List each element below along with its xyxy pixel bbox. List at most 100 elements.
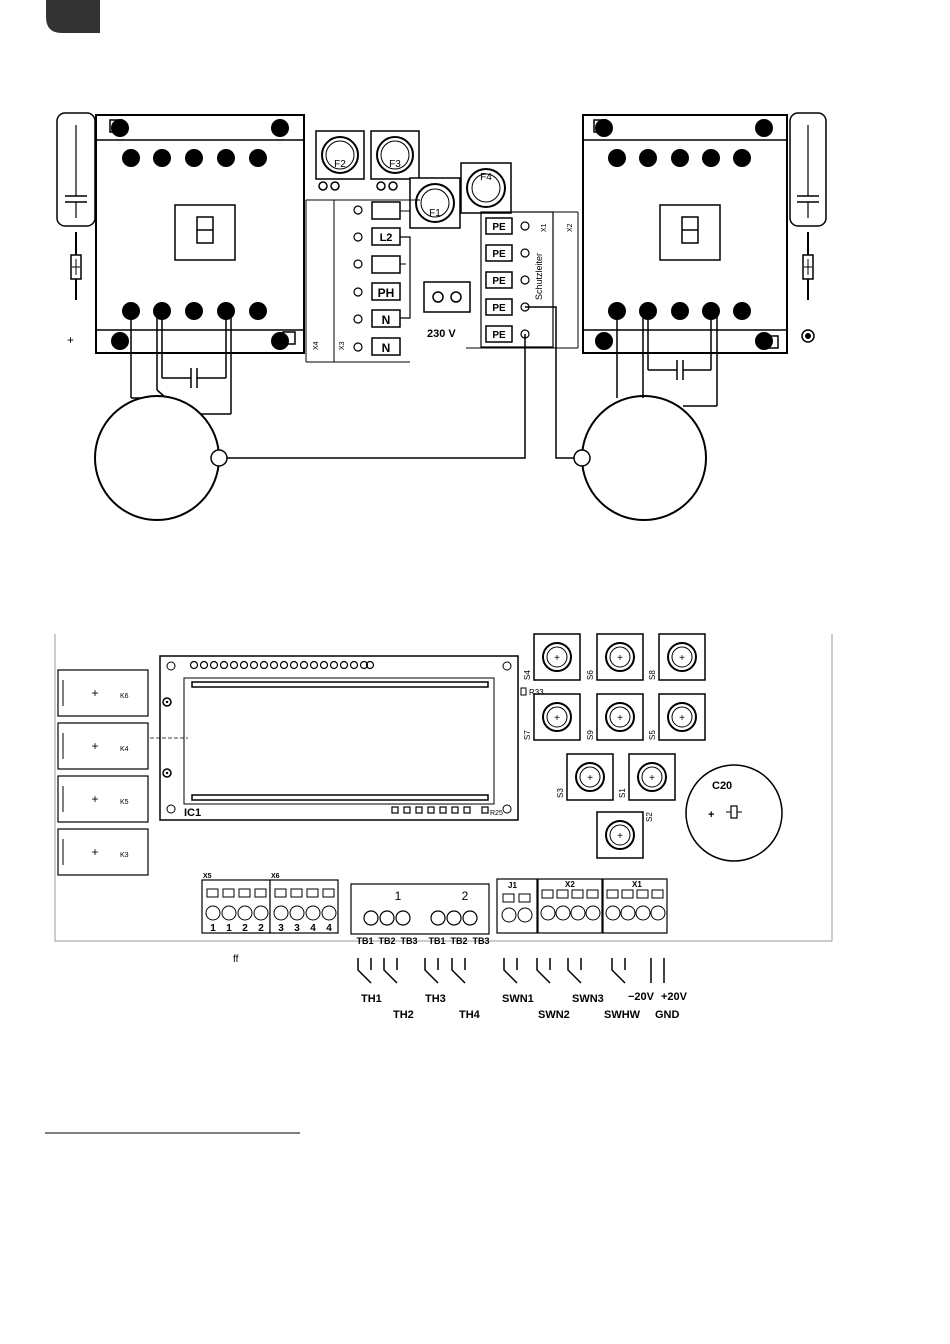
terminal-block-left	[306, 200, 420, 362]
svg-text:S5: S5	[648, 730, 657, 740]
right-motor	[582, 396, 706, 520]
left-contactor-terminals	[111, 119, 289, 350]
left-capacitor	[57, 113, 95, 300]
svg-text:+: +	[587, 773, 593, 784]
svg-text:S2: S2	[645, 812, 654, 822]
terminal-x6: X6 3 3 4 4	[270, 873, 338, 934]
svg-text:GND: GND	[655, 1009, 680, 1021]
svg-text:PE: PE	[492, 249, 506, 260]
svg-text:+: +	[91, 686, 98, 700]
io-labels: TH1 TH3 SWN1 SWN3 −20V +20V TH2 TH4 SWN2…	[361, 991, 688, 1021]
svg-text:+: +	[617, 831, 623, 842]
lcd-display: IC1 R33 R25	[150, 656, 544, 820]
relay-k6: + K6	[58, 670, 148, 716]
svg-text:C20: C20	[712, 780, 732, 792]
left-motor	[95, 396, 219, 520]
relay-k4: + K4	[58, 723, 148, 769]
stray-text: ff	[233, 954, 239, 965]
button-s3: + S3	[556, 754, 613, 800]
svg-text:TB2: TB2	[450, 936, 467, 946]
svg-text:3: 3	[294, 923, 300, 934]
button-s5: + S5	[648, 694, 705, 740]
page-corner-tab	[46, 0, 100, 33]
svg-text:230 V: 230 V	[427, 328, 456, 340]
svg-text:TB3: TB3	[400, 936, 417, 946]
svg-text:+: +	[91, 739, 98, 753]
svg-text:X4: X4	[313, 341, 320, 350]
svg-text:R25: R25	[490, 810, 503, 817]
svg-text:F2: F2	[334, 159, 346, 170]
svg-text:+: +	[554, 713, 560, 724]
button-s4: + S4	[523, 634, 580, 680]
svg-text:+20V: +20V	[661, 991, 688, 1003]
svg-text:K6: K6	[120, 693, 129, 700]
svg-text:X2: X2	[567, 223, 574, 232]
svg-text:S1: S1	[618, 788, 627, 798]
capacitor-c20: C20 +	[686, 765, 782, 861]
relays: + K6 + K4 + K5 + K3	[58, 670, 148, 875]
svg-text:F3: F3	[389, 159, 401, 170]
svg-text:S7: S7	[523, 730, 532, 740]
terminal-block-right	[466, 212, 578, 348]
svg-text:TH1: TH1	[361, 993, 382, 1005]
svg-text:S3: S3	[556, 788, 565, 798]
svg-text:S8: S8	[648, 670, 657, 680]
terminal-x5: X5 1 1 2 2	[202, 873, 270, 934]
svg-text:F4: F4	[480, 172, 492, 183]
right-contactor-terminals	[595, 119, 773, 350]
svg-text:2: 2	[242, 923, 248, 934]
switch-symbols	[358, 958, 664, 983]
svg-text:S4: S4	[523, 670, 532, 680]
svg-text:TB3: TB3	[472, 936, 489, 946]
svg-text:TB1: TB1	[356, 936, 373, 946]
svg-text:N: N	[382, 313, 391, 327]
right-motor-wiring	[617, 311, 717, 406]
svg-text:SWHW: SWHW	[604, 1009, 641, 1021]
svg-text:−20V: −20V	[628, 991, 655, 1003]
svg-text:1: 1	[395, 889, 402, 903]
svg-text:TB1: TB1	[428, 936, 445, 946]
svg-text:X6: X6	[271, 873, 280, 880]
svg-text:PE: PE	[492, 276, 506, 287]
svg-text:1: 1	[210, 923, 216, 934]
left-motor-wiring	[131, 311, 231, 414]
svg-text:+: +	[708, 809, 714, 821]
button-s8: + S8	[648, 634, 705, 680]
button-s6: + S6	[586, 634, 643, 680]
svg-text:K3: K3	[120, 852, 129, 859]
svg-text:J1: J1	[508, 881, 517, 890]
svg-text:Schutzleiter: Schutzleiter	[534, 253, 544, 300]
svg-text:S6: S6	[586, 670, 595, 680]
svg-text:N: N	[382, 341, 391, 355]
fuse-f2: F2	[316, 131, 364, 190]
svg-text:TH4: TH4	[459, 1009, 481, 1021]
button-s2: + S2	[597, 812, 654, 858]
terminal-labels-right: PE PE PE PE PE X1 X2 Schutzleiter	[492, 222, 574, 341]
right-motor-terminal	[574, 450, 590, 466]
svg-text:+: +	[617, 653, 623, 664]
jumper-j1: J1	[497, 879, 537, 933]
svg-text:+: +	[91, 845, 98, 859]
svg-text:TB2: TB2	[378, 936, 395, 946]
svg-text:2: 2	[462, 889, 469, 903]
fuse-f1: F1	[410, 178, 460, 228]
svg-text:PE: PE	[492, 222, 506, 233]
svg-text:TH3: TH3	[425, 993, 446, 1005]
svg-text:F1: F1	[429, 208, 441, 219]
svg-text:X2: X2	[565, 880, 575, 889]
left-motor-terminal	[211, 450, 227, 466]
svg-text:L2: L2	[380, 232, 393, 244]
svg-text:SWN3: SWN3	[572, 993, 604, 1005]
terminal-x1: X1	[603, 879, 667, 933]
svg-text:K5: K5	[120, 799, 129, 806]
svg-text:S9: S9	[586, 730, 595, 740]
svg-text:3: 3	[278, 923, 284, 934]
svg-text:SWN1: SWN1	[502, 993, 534, 1005]
svg-text:IC1: IC1	[184, 807, 201, 819]
svg-text:X1: X1	[632, 880, 642, 889]
terminal-x2: X2	[538, 879, 602, 933]
svg-text:X3: X3	[339, 341, 346, 350]
svg-text:+: +	[679, 713, 685, 724]
button-s9: + S9	[586, 694, 643, 740]
